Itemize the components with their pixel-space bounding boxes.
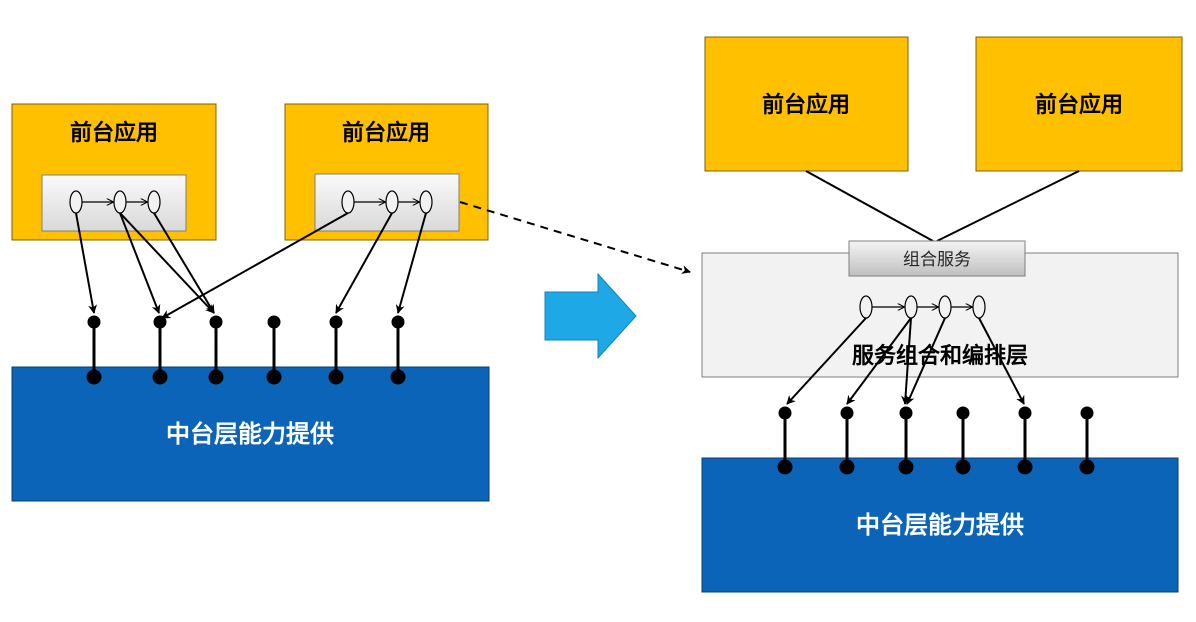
flow-node [938,295,952,319]
capability-pin [86,315,102,385]
capability-pin [1079,406,1095,475]
flow-node [113,190,127,214]
transform-arrow [544,272,637,360]
capability-pin [1017,406,1033,475]
left-flow-nodes-1 [69,190,161,214]
right-middle-layer-label: 中台层能力提供 [856,511,1024,539]
left-front-app-2-label: 前台应用 [342,120,430,146]
left-front-app-1: 前台应用 [11,103,217,241]
flow-node [904,295,918,319]
capability-pin [839,406,855,475]
right-app-connectors [805,170,1080,242]
right-capability-pins [777,406,1095,475]
flow-node [385,190,399,214]
left-call-arrows [75,212,427,319]
left-middle-layer: 中台层能力提供 [11,366,490,502]
right-diagram: 前台应用 前台应用 服务组合和编排层 组合服务 [701,36,1183,593]
capability-pin [266,315,282,385]
flow-node [69,190,83,214]
capability-pin [777,406,793,475]
flow-node [419,190,433,214]
right-front-app-2: 前台应用 [975,36,1183,172]
flow-node [341,190,355,214]
left-middle-layer-label: 中台层能力提供 [166,420,334,448]
left-front-app-1-label: 前台应用 [70,120,158,146]
left-diagram: 前台应用 前台应用 中台层能力提供 [11,103,490,502]
capability-pin [955,406,971,475]
capability-pin [208,315,224,385]
capability-pin [328,315,344,385]
flow-node [147,190,161,214]
composition-service-label: 组合服务 [903,250,971,270]
right-front-app-1: 前台应用 [704,36,909,172]
orchestration-layer-label: 服务组合和编排层 [852,343,1028,369]
right-middle-layer: 中台层能力提供 [701,457,1179,593]
left-front-app-2: 前台应用 [284,103,489,241]
right-flow-nodes [859,295,986,319]
capability-pin [152,315,168,385]
capability-pin [390,315,406,385]
right-call-arrows [786,317,1025,405]
left-capability-pins [86,315,406,385]
left-flow-nodes-2 [341,190,433,214]
flow-node [972,295,986,319]
capability-pin [898,406,914,475]
dashed-extraction-arrow [459,201,691,274]
flow-node [859,295,873,319]
right-front-app-2-label: 前台应用 [1035,92,1123,118]
composition-service-tab: 组合服务 [848,240,1026,277]
right-front-app-1-label: 前台应用 [762,92,850,118]
